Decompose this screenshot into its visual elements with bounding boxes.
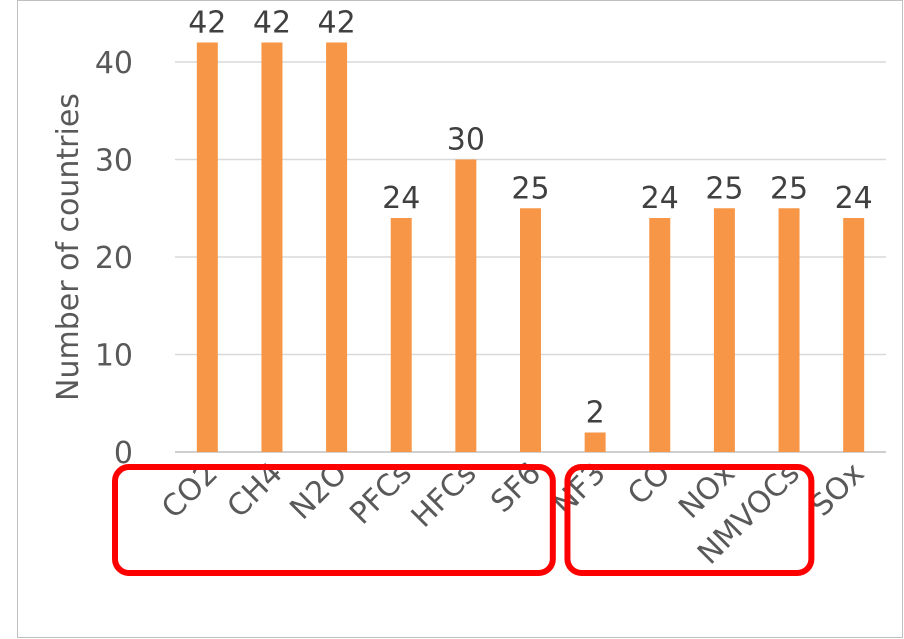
data-labels: 42 42 42 24 30 25 2 24 25 25 24 xyxy=(188,6,873,431)
bar xyxy=(196,42,218,452)
data-label: 24 xyxy=(641,181,679,216)
data-label: 25 xyxy=(770,171,808,206)
highlight-box xyxy=(564,464,815,576)
data-label: 42 xyxy=(253,6,291,41)
bar xyxy=(261,42,283,452)
highlight-boxes xyxy=(112,464,815,576)
y-tick-label: 40 xyxy=(95,46,133,81)
highlight-box xyxy=(112,464,556,576)
bar xyxy=(584,432,606,452)
bar xyxy=(520,208,541,452)
data-label: 24 xyxy=(382,181,420,216)
y-tick-label: 20 xyxy=(95,241,133,276)
y-tick-label: 10 xyxy=(95,339,133,374)
bar xyxy=(455,159,477,452)
y-tick-label: 0 xyxy=(114,436,133,471)
data-label: 42 xyxy=(188,6,226,41)
data-label: 25 xyxy=(705,171,743,206)
data-label: 42 xyxy=(317,6,355,41)
y-tick-label: 30 xyxy=(95,144,133,179)
bar xyxy=(843,218,865,452)
data-label: 2 xyxy=(586,396,605,431)
bar xyxy=(390,218,412,452)
bar xyxy=(649,218,671,452)
bars xyxy=(196,42,865,452)
bar xyxy=(713,208,735,452)
data-label: 24 xyxy=(835,181,873,216)
bar xyxy=(326,42,348,452)
y-axis-title: Number of countries xyxy=(51,93,86,401)
data-label: 30 xyxy=(447,123,485,158)
data-label: 25 xyxy=(511,171,549,206)
y-tick-labels: 0 10 20 30 40 xyxy=(95,46,133,471)
bar xyxy=(778,208,800,452)
